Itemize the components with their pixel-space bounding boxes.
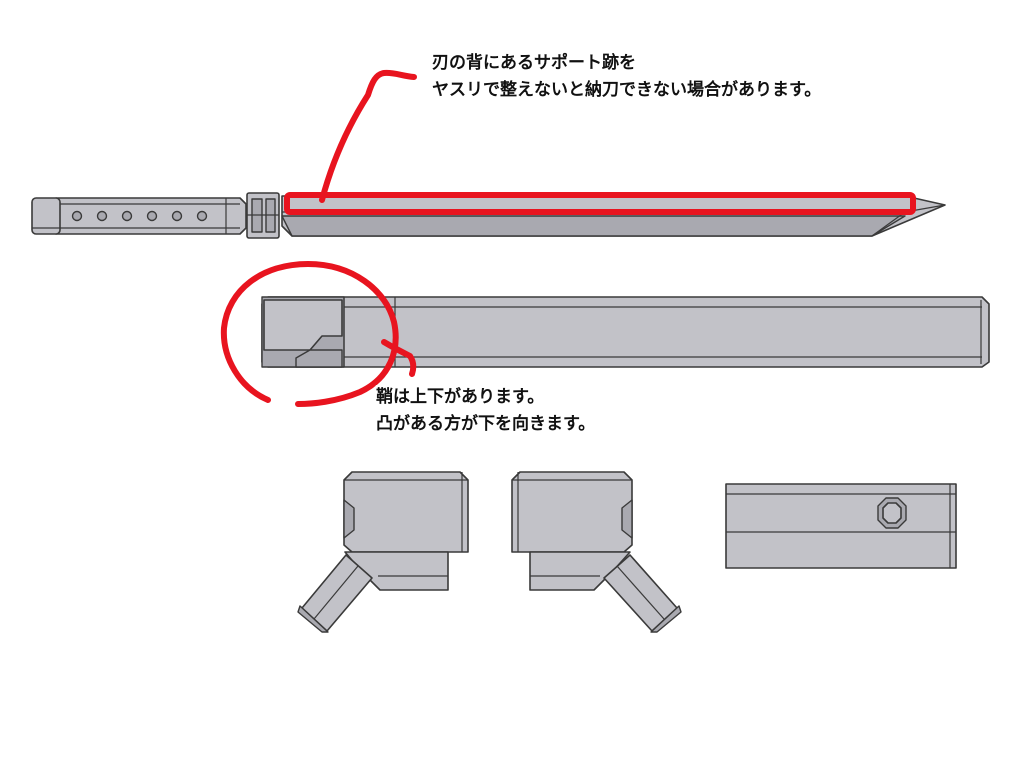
sword-blade — [281, 195, 946, 237]
note-blade-line1: 刃の背にあるサポート跡を — [432, 53, 636, 73]
sword-pommel — [31, 197, 61, 235]
sword — [31, 192, 946, 239]
note-blade-spine: 刃の背にあるサポート跡を ヤスリで整えないと納刀できない場合があります。 — [432, 50, 821, 104]
pointer-line-blade — [319, 69, 417, 203]
sword-guard — [246, 192, 280, 239]
red-annotations — [220, 69, 916, 407]
belt-hanger-right — [511, 471, 682, 633]
belt-hanger-left — [297, 471, 469, 633]
note-blade-line2: ヤスリで整えないと納刀できない場合があります。 — [432, 80, 822, 100]
sheath — [261, 296, 990, 368]
highlight-blade-spine — [284, 192, 916, 215]
pointer-line-sheath — [381, 339, 417, 377]
sword-grip — [55, 197, 247, 235]
circle-sheath-end — [220, 261, 399, 407]
note-sheath-line2: 凸がある方が下を向きます。 — [376, 414, 596, 434]
belt-block — [725, 483, 957, 569]
note-sheath-orientation: 鞘は上下があります。 凸がある方が下を向きます。 — [376, 384, 595, 438]
note-sheath-line1: 鞘は上下があります。 — [376, 387, 545, 407]
